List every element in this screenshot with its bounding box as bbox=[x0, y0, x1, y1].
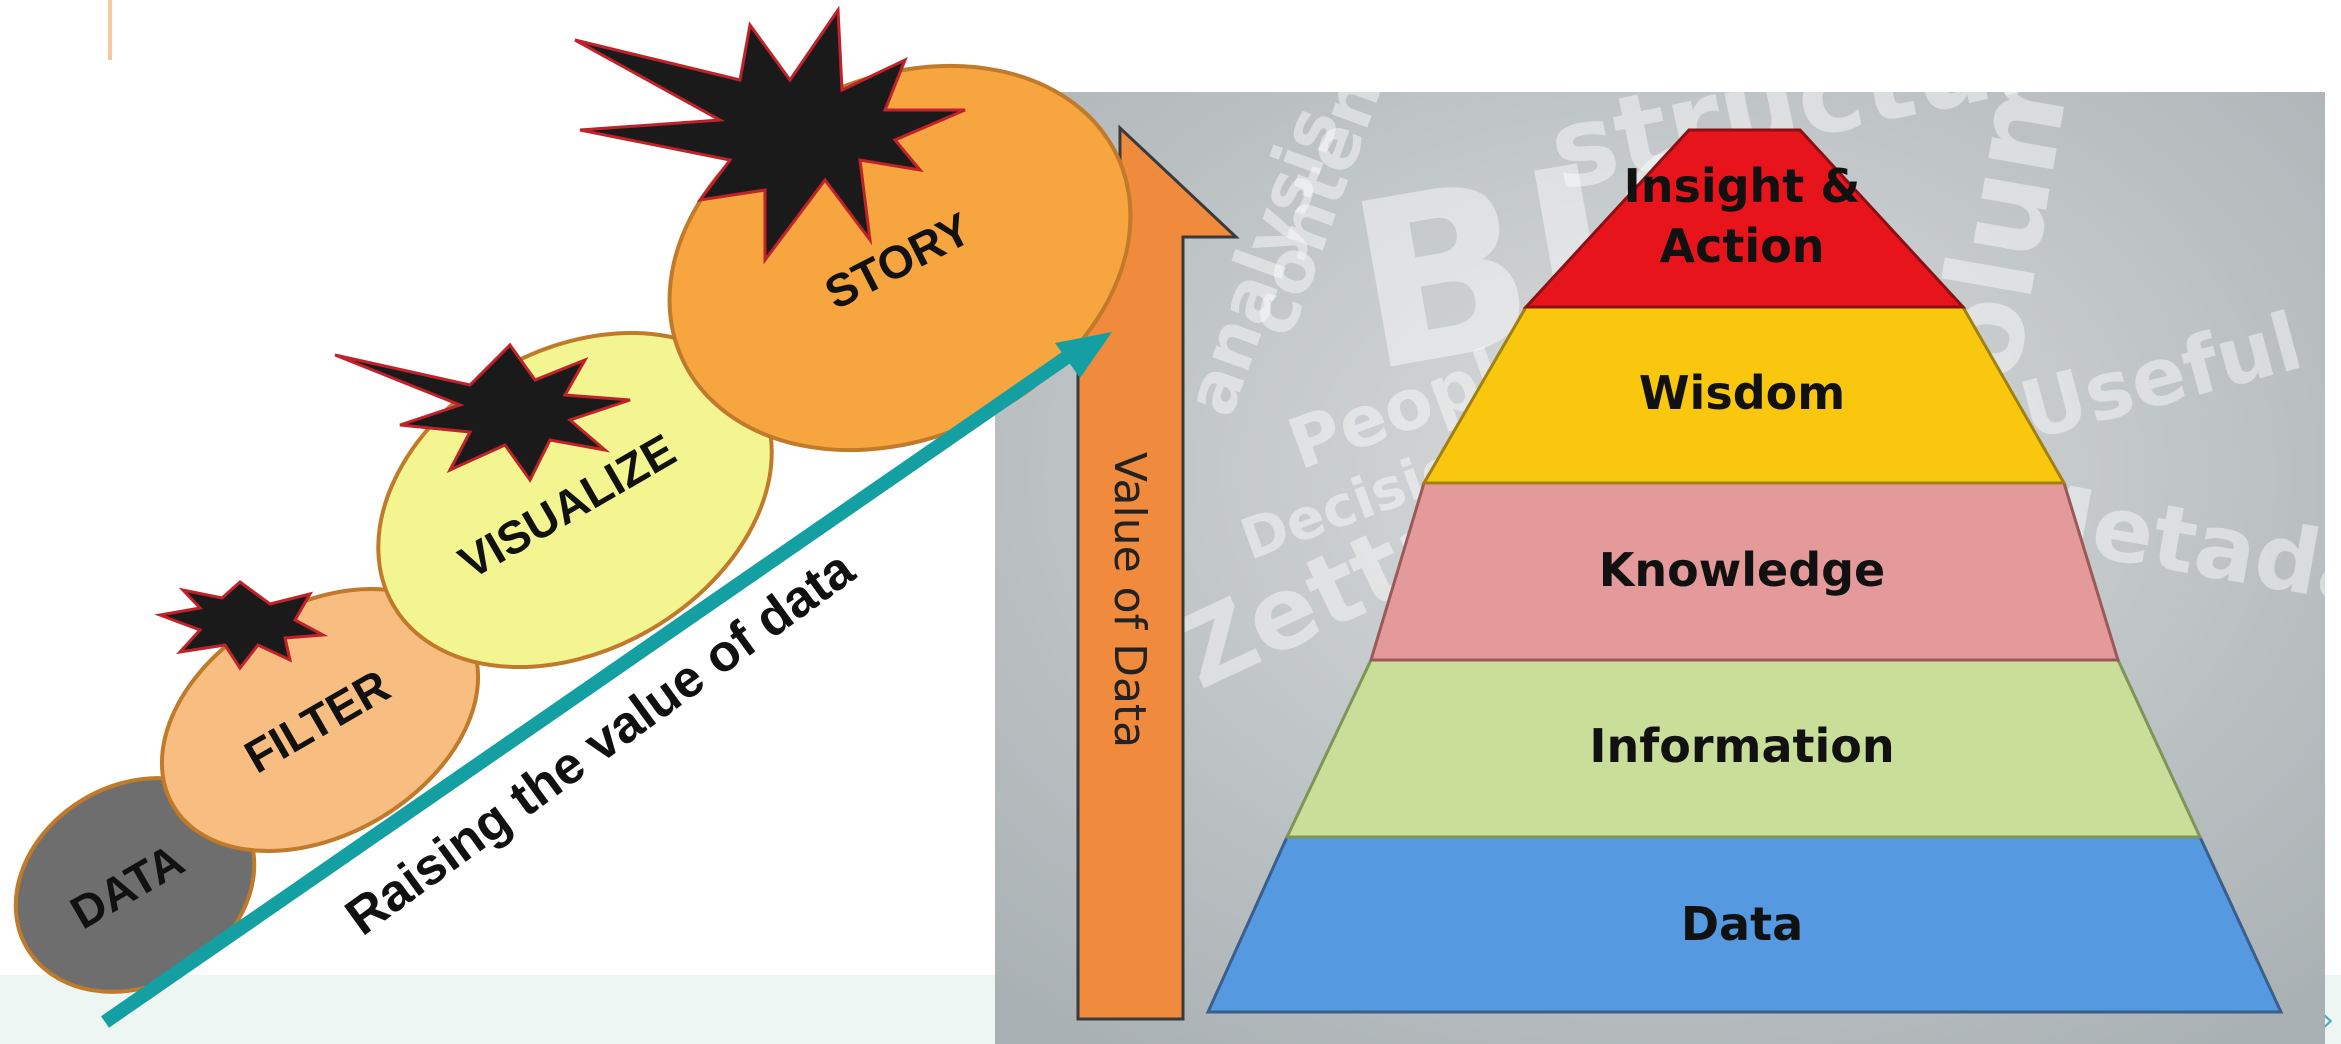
pyramid-tier-insight bbox=[1522, 128, 1967, 309]
tier-label-insight-2: Action bbox=[1660, 219, 1825, 273]
chevron-right-icon: › bbox=[2322, 1003, 2334, 1038]
accent-line bbox=[108, 0, 112, 60]
tier-label-wisdom: Wisdom bbox=[1639, 366, 1845, 420]
tier-label-data: Data bbox=[1681, 897, 1803, 951]
raising-arrow-shaft bbox=[101, 349, 1074, 1028]
value-of-data-label: Value of Data bbox=[1104, 452, 1155, 748]
raising-arrow-head bbox=[1055, 332, 1112, 378]
value-of-data-arrow: Value of Data bbox=[1076, 124, 1240, 1021]
starburst-story bbox=[574, 5, 966, 265]
starbursts bbox=[154, 5, 966, 671]
tier-label-knowledge: Knowledge bbox=[1599, 543, 1886, 597]
tier-label-insight-1: Insight & bbox=[1624, 159, 1861, 213]
tier-label-information: Information bbox=[1589, 719, 1894, 773]
dikw-pyramid: Insight & Action Wisdom Knowledge Inform… bbox=[1205, 128, 2284, 1014]
starburst-filter bbox=[154, 580, 329, 671]
starburst-visualize bbox=[334, 342, 631, 483]
